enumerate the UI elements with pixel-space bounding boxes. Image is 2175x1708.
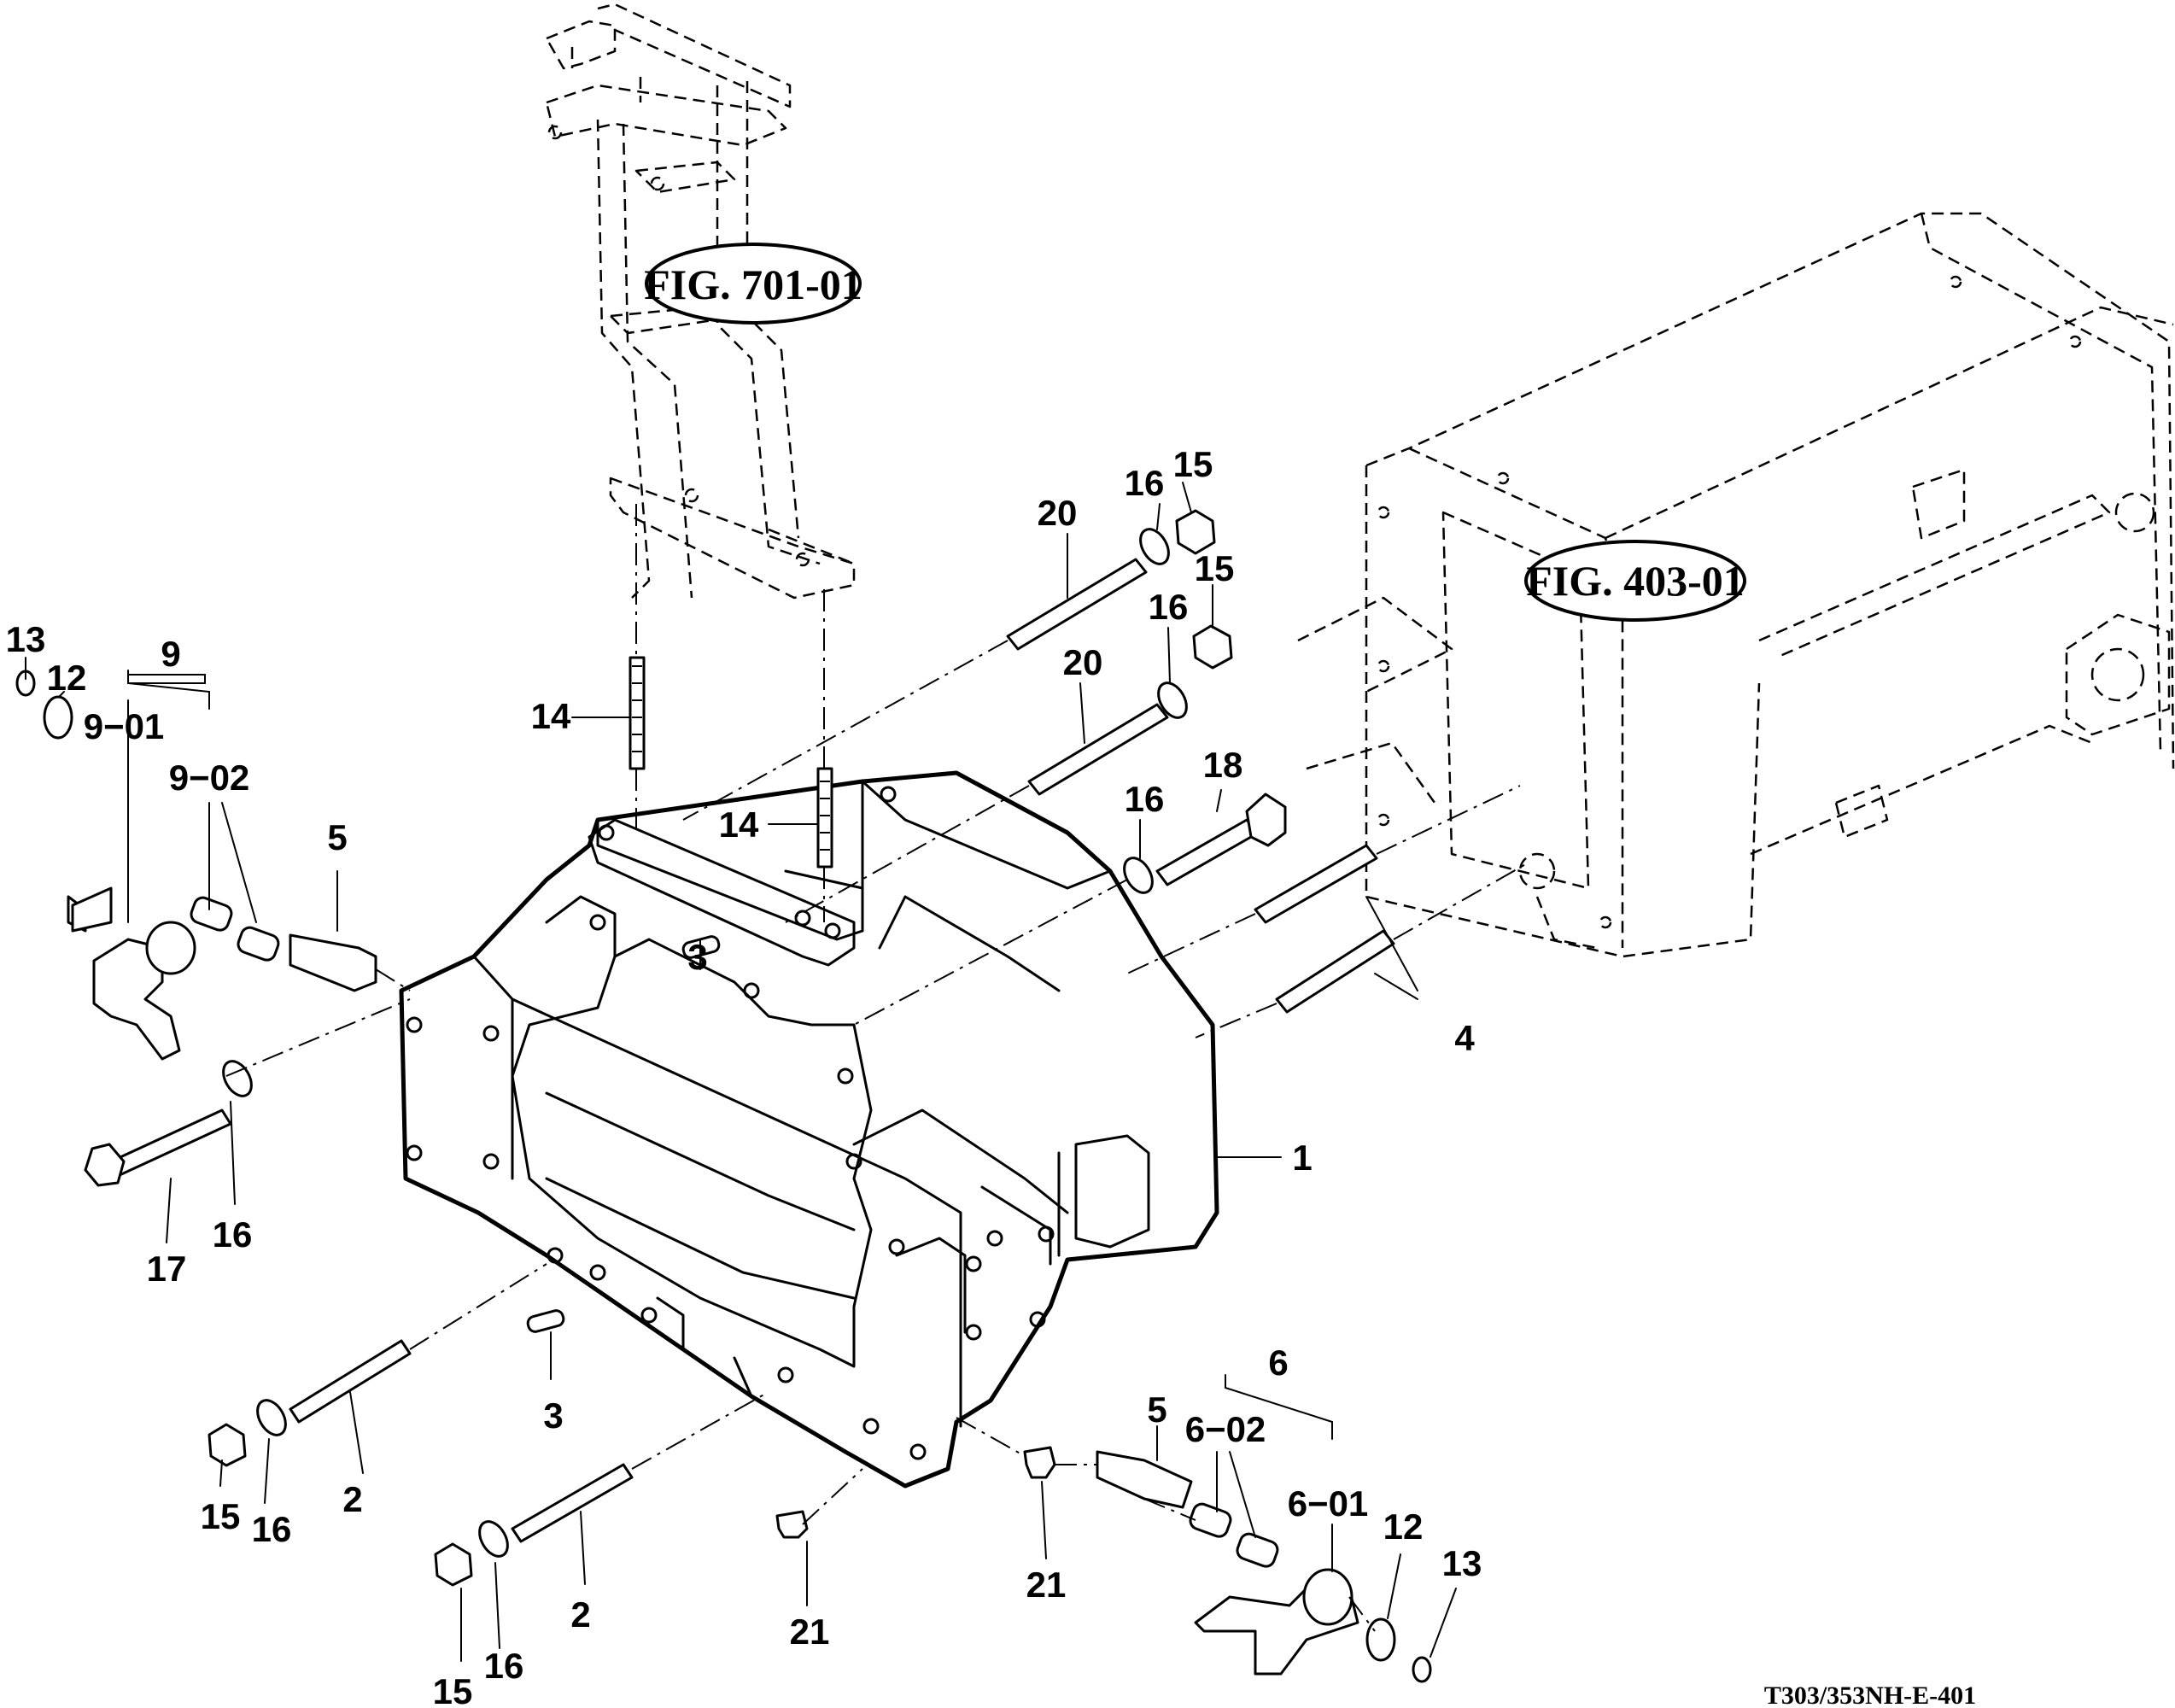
callout-6: 6 [1268, 1342, 1288, 1383]
bushing-6-02-b [1236, 1532, 1279, 1568]
fig-701-reference[interactable]: FIG. 701-01 [644, 243, 862, 325]
pin-5-left [289, 933, 377, 992]
washer-16-upper [1139, 528, 1170, 565]
leader-lines [25, 482, 1457, 1662]
pin-5-right [1096, 1450, 1193, 1509]
callout-5-left: 5 [327, 817, 347, 857]
callout-18: 18 [1203, 745, 1243, 785]
callout-3-upper: 3 [687, 937, 707, 977]
fig-403-label: FIG. 403-01 [1526, 557, 1745, 605]
callout-20-lower: 20 [1063, 642, 1103, 682]
nut-15-mid [1192, 624, 1233, 670]
callout-21-left: 21 [790, 1611, 830, 1652]
callout-15-mid: 15 [1195, 548, 1235, 588]
fig-403-reference[interactable]: FIG. 403-01 [1524, 540, 1746, 622]
callout-15-upper: 15 [1173, 444, 1213, 484]
washer-16-left [222, 1060, 253, 1097]
plug-21-right [1023, 1446, 1056, 1479]
callout-3-lower: 3 [543, 1395, 563, 1436]
stud-4-upper [1254, 844, 1378, 924]
callout-2-upper: 2 [342, 1479, 362, 1519]
bushing-9-02-a [190, 896, 233, 932]
stud-20-upper [1006, 558, 1148, 651]
callout-16-lower-left: 16 [252, 1509, 292, 1549]
callout-4: 4 [1454, 1018, 1475, 1058]
callout-6-01: 6−01 [1288, 1483, 1369, 1524]
callout-labels: 1 4 14 14 20 20 16 15 16 15 18 16 3 3 5 … [6, 444, 1482, 1708]
bolt-18-head [1245, 793, 1287, 847]
bracket-6-01-boss [1302, 1568, 1354, 1626]
callout-15-lower-mid: 15 [433, 1671, 473, 1708]
nut-15-lower-mid [434, 1542, 473, 1587]
assembly-lines [225, 504, 1529, 1632]
callout-15-lower-left: 15 [201, 1496, 241, 1536]
callout-20-upper: 20 [1038, 493, 1078, 533]
callout-13-left: 13 [6, 619, 46, 659]
callout-16-left: 16 [213, 1214, 253, 1255]
stud-2-lower [511, 1463, 634, 1543]
stud-20-lower [1027, 703, 1169, 796]
bushing-9-02-b [237, 926, 280, 962]
snap-ring-13-right [1412, 1656, 1432, 1683]
nut-15-lower-left [208, 1423, 247, 1467]
callout-16-mid: 16 [1149, 587, 1189, 627]
fig-701-label: FIG. 701-01 [644, 260, 862, 308]
stud-4-lower [1275, 929, 1395, 1014]
callout-14-right: 14 [719, 804, 759, 845]
callout-13-right: 13 [1442, 1543, 1482, 1583]
callout-12-right: 12 [1383, 1506, 1424, 1547]
stud-2-upper [289, 1339, 412, 1424]
washer-12-left [43, 695, 73, 740]
fasteners [15, 509, 1432, 1683]
callout-9-02: 9−02 [169, 757, 250, 798]
washer-16-bolt18 [1123, 857, 1154, 894]
reference-transmission-403 [1297, 212, 2175, 958]
bolt-18 [1155, 818, 1259, 886]
reference-bracket-701 [545, 3, 856, 600]
callout-1: 1 [1292, 1138, 1312, 1178]
washer-16-lower-mid [478, 1520, 509, 1558]
housing-part-1 [399, 770, 1219, 1489]
drawing-code: T303/353NH-E-401 [1764, 1682, 1976, 1708]
callout-16-bolt18: 16 [1125, 779, 1165, 819]
callout-6-02: 6−02 [1185, 1409, 1266, 1449]
callout-9: 9 [161, 634, 180, 674]
washer-16-mid [1157, 681, 1188, 719]
callout-17: 17 [147, 1249, 187, 1289]
callout-21-right: 21 [1026, 1565, 1067, 1605]
callout-9-01: 9−01 [84, 706, 165, 746]
stud-14-right [816, 767, 833, 869]
callout-16-lower-mid: 16 [484, 1646, 524, 1686]
bolt-17-head [84, 1143, 126, 1187]
callout-5-right: 5 [1147, 1389, 1166, 1430]
washer-12-right [1365, 1617, 1396, 1662]
nut-15-upper [1175, 509, 1216, 555]
bushing-6-02-a [1189, 1502, 1232, 1538]
plug-21-left [775, 1510, 809, 1539]
bracket-9-01-boss [145, 921, 196, 975]
dowel-3-lower [526, 1309, 565, 1333]
callout-12-left: 12 [47, 658, 87, 698]
washer-16-lower-left [256, 1399, 287, 1436]
bolt-17 [109, 1108, 232, 1177]
callout-14-left: 14 [531, 696, 571, 736]
callout-16-upper: 16 [1125, 463, 1165, 503]
callout-2-lower: 2 [570, 1594, 590, 1635]
